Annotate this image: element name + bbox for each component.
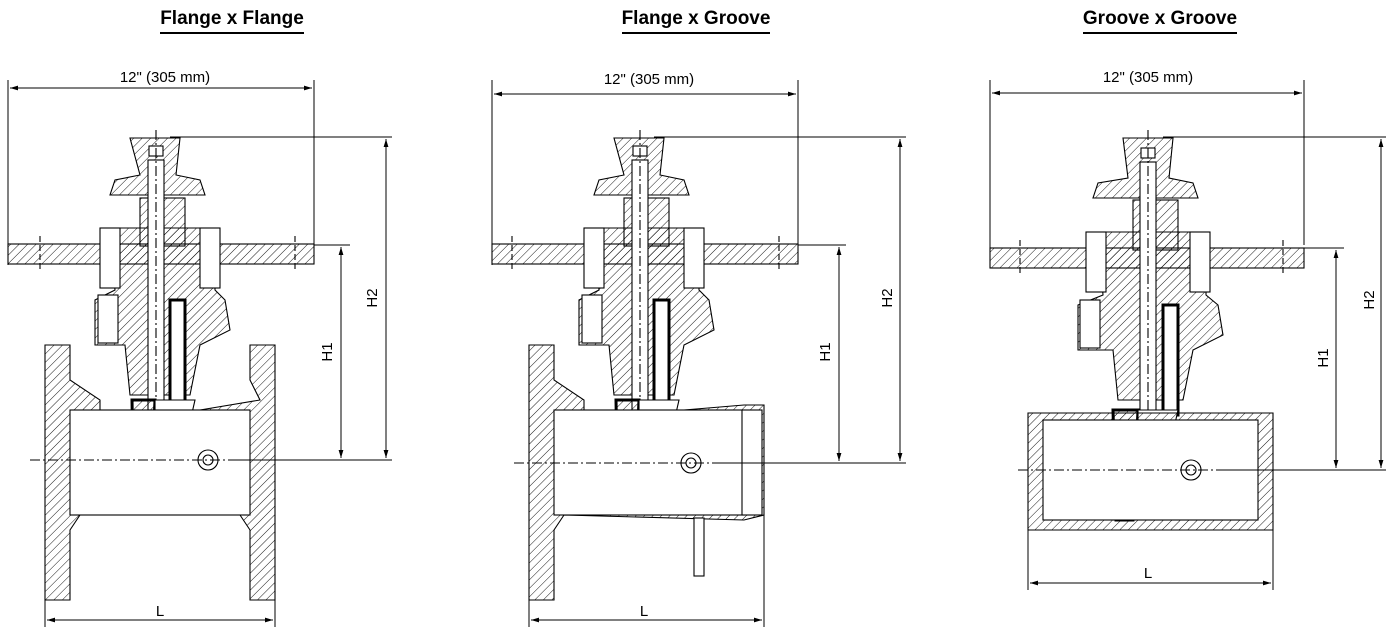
valve-body	[514, 344, 765, 601]
h1-label: H1	[817, 342, 834, 361]
diagram-title: Flange x Groove	[464, 8, 928, 34]
bonnet	[578, 130, 715, 412]
valve-body	[30, 344, 276, 601]
h2-label: H2	[1361, 290, 1378, 309]
valve-drawing: 12" (305 mm)	[491, 71, 906, 627]
height-dimensions	[170, 136, 392, 461]
valve-body	[1018, 412, 1274, 531]
diagram-title: Flange x Flange	[0, 8, 464, 34]
height-dimensions	[654, 136, 906, 464]
valve-drawing: 12" (305 mm)	[7, 69, 392, 627]
h1-label: H1	[1315, 348, 1332, 367]
length-label: L	[1144, 565, 1152, 582]
valve-drawing: 12" (305 mm)	[989, 69, 1386, 590]
width-dimension	[7, 80, 315, 265]
width-dimension	[491, 80, 799, 265]
panel-flange-flange: Flange x Flange 12" (305 mm)	[0, 0, 464, 627]
bonnet	[1077, 130, 1224, 420]
panel-flange-groove: Flange x Groove 12" (305 mm)	[464, 0, 928, 627]
width-dimension	[989, 80, 1305, 265]
length-dimension	[1027, 530, 1274, 590]
h1-label: H1	[319, 342, 336, 361]
length-dimension	[44, 600, 276, 627]
length-label: L	[156, 603, 164, 620]
width-label: 12" (305 mm)	[120, 69, 210, 86]
diagram-title: Groove x Groove	[928, 8, 1392, 34]
h2-label: H2	[364, 288, 381, 307]
height-dimensions	[1163, 136, 1386, 471]
length-dimension	[528, 515, 765, 627]
width-label: 12" (305 mm)	[604, 71, 694, 88]
h2-label: H2	[879, 288, 896, 307]
bonnet	[94, 130, 231, 412]
panel-groove-groove: Groove x Groove 12" (305 mm)	[928, 0, 1392, 627]
length-label: L	[640, 603, 648, 620]
width-label: 12" (305 mm)	[1103, 69, 1193, 86]
